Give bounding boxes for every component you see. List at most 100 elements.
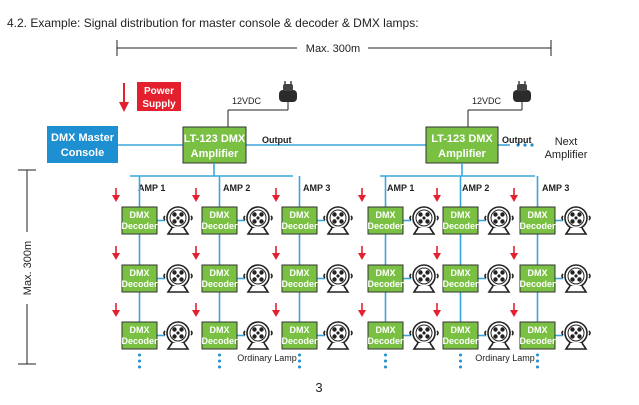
lamp-icon bbox=[409, 206, 439, 235]
lamp-icon bbox=[561, 206, 591, 235]
decoder-label-line2: Decoder bbox=[281, 336, 318, 346]
amp-3-label: AMP 3 bbox=[303, 183, 330, 193]
decoder-label-line1: DMX bbox=[451, 210, 471, 220]
decoder-label-line2: Decoder bbox=[281, 221, 318, 231]
decoder-label-line2: Decoder bbox=[442, 336, 479, 346]
next-amplifier-line1: Next bbox=[555, 136, 578, 148]
continuation-dots bbox=[459, 353, 462, 369]
page-heading: 4.2. Example: Signal distribution for ma… bbox=[7, 16, 419, 30]
down-arrow-icon bbox=[192, 303, 200, 317]
lamp-icon bbox=[243, 321, 273, 350]
decoder-label-line2: Decoder bbox=[121, 336, 158, 346]
decoder-label-line2: Decoder bbox=[121, 279, 158, 289]
dmx-master-console: DMX Master Console bbox=[47, 126, 118, 163]
lamp-icon bbox=[163, 321, 193, 350]
continuation-dots bbox=[138, 353, 141, 369]
continuation-dots bbox=[218, 353, 221, 369]
output-1-label: Output bbox=[262, 135, 292, 145]
down-arrow-icon bbox=[433, 303, 441, 317]
adapter-2-label: 12VDC bbox=[472, 96, 502, 106]
amplifier-1: LT-123 DMX Amplifier bbox=[182, 126, 247, 164]
amp-3-label: AMP 3 bbox=[542, 183, 569, 193]
lamp-icon bbox=[561, 321, 591, 350]
ordinary-lamp-caption-left: Ordinary Lamp bbox=[237, 353, 297, 363]
output-2-label: Output bbox=[502, 135, 532, 145]
lamp-icon bbox=[163, 264, 193, 293]
down-arrow-icon bbox=[192, 246, 200, 260]
decoder-label-line2: Decoder bbox=[519, 221, 556, 231]
power-supply-line2: Supply bbox=[142, 99, 176, 110]
decoder-label-line1: DMX bbox=[290, 268, 310, 278]
amp-2-label: AMP 2 bbox=[223, 183, 250, 193]
decoder-label-line1: DMX bbox=[376, 210, 396, 220]
vertical-span-indicator: Max. 300m bbox=[18, 169, 36, 365]
decoder-label-line2: Decoder bbox=[442, 221, 479, 231]
down-arrow-icon bbox=[272, 246, 280, 260]
amplifier-2: LT-123 DMX Amplifier bbox=[425, 126, 499, 164]
power-adapter-icon bbox=[512, 80, 532, 103]
vertical-span-label: Max. 300m bbox=[22, 241, 34, 295]
down-arrow-icon bbox=[510, 246, 518, 260]
decoder-label-line1: DMX bbox=[290, 325, 310, 335]
decoder-label-line2: Decoder bbox=[121, 221, 158, 231]
decoder-label-line1: DMX bbox=[528, 268, 548, 278]
page-number: 3 bbox=[315, 380, 322, 395]
power-adapter-icon bbox=[278, 80, 298, 103]
lamp-icon bbox=[484, 206, 514, 235]
decoder-label-line1: DMX bbox=[130, 210, 150, 220]
amplifier-2-line2: Amplifier bbox=[438, 148, 486, 160]
amp-2-label: AMP 2 bbox=[462, 183, 489, 193]
down-arrow-icon bbox=[112, 303, 120, 317]
next-amplifier-line2: Amplifier bbox=[545, 149, 588, 161]
decoder-label-line2: Decoder bbox=[519, 336, 556, 346]
continuation-dots bbox=[298, 353, 301, 369]
down-arrow-icon bbox=[112, 246, 120, 260]
decoder-label-line2: Decoder bbox=[367, 279, 404, 289]
lamp-icon bbox=[561, 264, 591, 293]
amp-channel-wires bbox=[130, 163, 563, 337]
amplifier-2-line1: LT-123 DMX bbox=[431, 133, 493, 145]
decoder-label-line1: DMX bbox=[376, 325, 396, 335]
decoder-label-line1: DMX bbox=[130, 268, 150, 278]
down-arrow-icon bbox=[112, 188, 120, 202]
down-arrow-icon bbox=[272, 188, 280, 202]
lamp-icon bbox=[409, 264, 439, 293]
power-supply-label: Power Supply bbox=[137, 82, 181, 111]
down-arrow-icon bbox=[510, 188, 518, 202]
decoder-label-line1: DMX bbox=[376, 268, 396, 278]
down-arrow-icon bbox=[433, 246, 441, 260]
down-arrow-icon bbox=[272, 303, 280, 317]
continuation-dots bbox=[536, 353, 539, 369]
decoder-label-line1: DMX bbox=[451, 325, 471, 335]
power-down-arrow-icon bbox=[119, 83, 129, 112]
decoder-lamp-grid: DMXDecoderDMXDecoderDMXDecoderDMXDecoder… bbox=[112, 188, 591, 369]
decoder-label-line2: Decoder bbox=[201, 336, 238, 346]
decoder-label-line2: Decoder bbox=[367, 221, 404, 231]
down-arrow-icon bbox=[358, 188, 366, 202]
master-console-line1: DMX Master bbox=[51, 132, 115, 144]
lamp-icon bbox=[163, 206, 193, 235]
amplifier-1-line2: Amplifier bbox=[191, 148, 239, 160]
amplifier-1-line1: LT-123 DMX bbox=[184, 133, 246, 145]
amplifier-1-power-cable bbox=[227, 102, 289, 127]
power-supply-line1: Power bbox=[144, 86, 174, 97]
lamp-icon bbox=[323, 206, 353, 235]
decoder-label-line2: Decoder bbox=[442, 279, 479, 289]
decoder-label-line2: Decoder bbox=[201, 221, 238, 231]
decoder-label-line1: DMX bbox=[210, 210, 230, 220]
down-arrow-icon bbox=[358, 303, 366, 317]
lamp-icon bbox=[323, 321, 353, 350]
decoder-label-line2: Decoder bbox=[201, 279, 238, 289]
